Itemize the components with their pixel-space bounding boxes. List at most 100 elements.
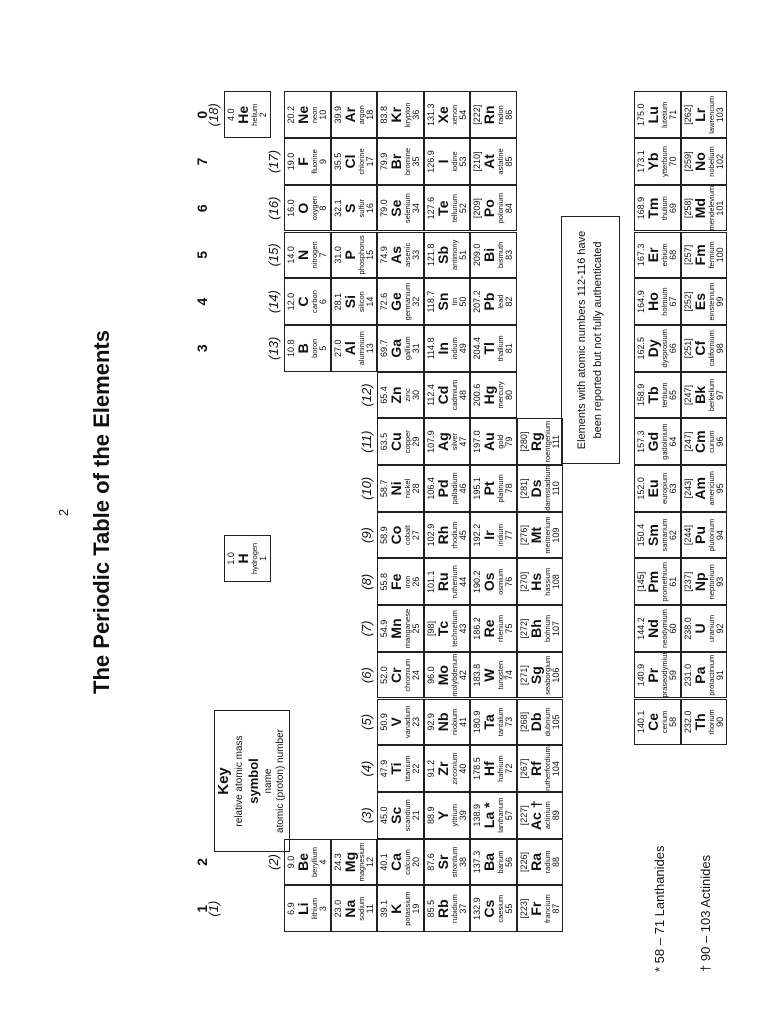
element-symbol: Hg (481, 385, 498, 405)
atomic-number: 21 (411, 810, 421, 821)
atomic-number: 77 (504, 530, 514, 541)
element-symbol: Fm (691, 244, 708, 266)
element-symbol: Rn (481, 105, 498, 125)
element-symbol: He (235, 105, 252, 124)
element-symbol: Ne (295, 105, 312, 124)
element-symbol: Er (645, 247, 662, 263)
actinides-label: † 90 – 103 Actinides (698, 854, 713, 972)
footnote-text: Elements with atomic numbers 112-116 hav… (576, 230, 604, 450)
element-symbol: Tb (645, 386, 662, 404)
element-symbol: Sm (645, 524, 662, 546)
element-symbol: Li (295, 902, 312, 915)
element-symbol: Y (434, 810, 451, 820)
atomic-number: 85 (504, 156, 514, 167)
atomic-number: 8 (318, 205, 328, 211)
atomic-number: 106 (550, 667, 561, 683)
atomic-number: 9 (318, 158, 328, 164)
key-mass-label: relative atomic mass (233, 735, 245, 827)
element-symbol: Mo (434, 665, 451, 686)
group-label: (6) (359, 667, 374, 684)
element-symbol: U (691, 623, 708, 634)
element-symbol: Se (388, 199, 405, 217)
atomic-number: 100 (714, 247, 725, 263)
element-symbol: Na (341, 899, 358, 918)
group-label: (11) (359, 430, 374, 453)
group-label: (15) (266, 243, 281, 267)
element-symbol: I (434, 159, 451, 164)
atomic-number: 89 (550, 810, 561, 821)
atomic-number: 98 (714, 343, 725, 354)
element-symbol: Mg (341, 851, 358, 873)
key-name-label: name (262, 768, 274, 794)
atomic-number: 23 (411, 716, 421, 727)
element-symbol: Zr (434, 761, 451, 776)
atomic-number: 55 (504, 903, 514, 914)
atomic-number: 54 (457, 109, 468, 120)
group-label: (10) (359, 476, 374, 500)
element-symbol: Zn (388, 386, 405, 404)
atomic-number: 56 (504, 856, 514, 867)
group-number: 5 (194, 250, 210, 259)
atomic-number: 105 (550, 714, 561, 730)
group-label: (9) (359, 527, 374, 544)
atomic-number: 83 (504, 249, 514, 260)
atomic-number: 31 (411, 343, 421, 354)
element-symbol: Sg (527, 666, 544, 685)
element-symbol: Ra (527, 853, 544, 871)
atomic-number: 45 (457, 530, 468, 541)
atomic-number: 43 (457, 623, 468, 634)
element-symbol: Ga (388, 338, 405, 358)
group-label: (8) (359, 573, 374, 590)
page-title: The Periodic Table of the Elements (89, 330, 114, 694)
atomic-number: 93 (714, 576, 725, 587)
group-number: 2 (194, 858, 210, 866)
atomic-number: 74 (504, 670, 514, 681)
atomic-number: 26 (411, 576, 421, 587)
atomic-number: 96 (714, 436, 725, 447)
atomic-number: 12 (364, 856, 375, 867)
element-symbol: Bi (481, 247, 498, 262)
group-number: 0 (194, 110, 210, 119)
atomic-number: 101 (714, 200, 725, 216)
atomic-number: 67 (668, 296, 678, 307)
element-symbol: F (295, 157, 312, 166)
atomic-number: 75 (504, 623, 514, 634)
rotated-table-page: The Periodic Table of the Elements Key r… (34, 12, 734, 1012)
atomic-number: 84 (504, 203, 514, 214)
atomic-number: 47 (457, 436, 468, 447)
element-symbol: Mt (527, 526, 544, 544)
atomic-number: 20 (411, 856, 421, 867)
atomic-number: 42 (457, 670, 468, 681)
atomic-number: 72 (504, 763, 514, 774)
element-symbol: Cl (341, 154, 358, 169)
element-symbol: Ds (527, 479, 544, 498)
